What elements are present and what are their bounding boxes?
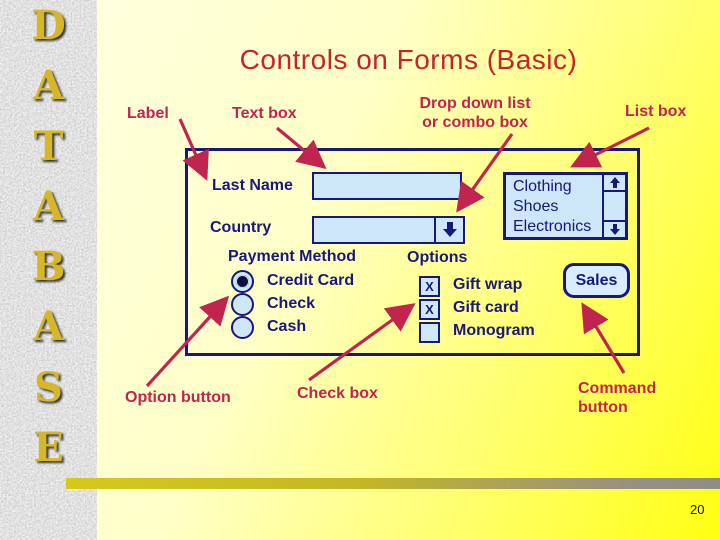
- sales-command-button[interactable]: Sales: [563, 263, 630, 298]
- radio-check-label: Check: [267, 295, 316, 312]
- combo-down-arrow-icon: [442, 222, 457, 237]
- country-combobox[interactable]: [312, 216, 465, 244]
- annotation-dropdown-line2: or combo box: [422, 114, 528, 131]
- list-scrollbar[interactable]: [602, 175, 625, 237]
- checkbox-gift-card-label: Gift card: [453, 299, 519, 316]
- radio-credit-card[interactable]: [231, 270, 254, 293]
- letter: B: [31, 243, 66, 291]
- country-label: Country: [210, 219, 272, 236]
- scroll-down-button[interactable]: [604, 220, 625, 237]
- letter: D: [31, 2, 66, 49]
- payment-method-label: Payment Method: [228, 248, 357, 265]
- page-number: 20: [690, 502, 705, 517]
- annotation-check-box: Check box: [297, 385, 378, 402]
- letter: A: [32, 62, 65, 110]
- list-items: Clothing Shoes Electronics: [506, 175, 625, 237]
- radio-check[interactable]: [231, 293, 254, 316]
- letter: E: [33, 423, 64, 471]
- annotation-list-box: List box: [625, 103, 687, 120]
- last-name-label: Last Name: [212, 177, 293, 194]
- radio-cash[interactable]: [231, 316, 254, 339]
- scroll-up-arrow-icon: [609, 176, 620, 188]
- list-item[interactable]: Electronics: [513, 218, 592, 235]
- radio-cash-label: Cash: [267, 318, 307, 335]
- list-item[interactable]: Shoes: [513, 198, 559, 215]
- combo-dropdown-button[interactable]: [434, 218, 463, 242]
- database-vertical-letters: D A T A B A S E: [0, 6, 97, 468]
- annotation-label: Label: [127, 105, 169, 122]
- annotation-command-line2: button: [578, 399, 628, 416]
- options-label: Options: [407, 249, 468, 266]
- letter: A: [32, 303, 65, 351]
- annotation-dropdown: Drop down list or combo box: [400, 94, 550, 132]
- scroll-up-button[interactable]: [604, 175, 625, 192]
- letter: T: [33, 122, 64, 170]
- list-item[interactable]: Clothing: [513, 178, 572, 195]
- annotation-command-button: Command button: [578, 379, 656, 417]
- checkbox-monogram[interactable]: [419, 322, 440, 343]
- radio-credit-card-label: Credit Card: [267, 272, 355, 289]
- scroll-down-arrow-icon: [609, 223, 620, 235]
- annotation-text-box: Text box: [232, 105, 297, 122]
- checkbox-gift-wrap-label: Gift wrap: [453, 276, 523, 293]
- granite-texture-strip: [0, 0, 97, 540]
- letter: S: [34, 363, 63, 411]
- annotation-dropdown-line1: Drop down list: [419, 95, 531, 112]
- category-list-box[interactable]: Clothing Shoes Electronics: [503, 172, 628, 240]
- slide-title: Controls on Forms (Basic): [239, 44, 578, 75]
- last-name-input[interactable]: [312, 172, 462, 200]
- bottom-divider-bar: [66, 478, 720, 489]
- letter: A: [32, 182, 65, 230]
- checkbox-monogram-label: Monogram: [453, 322, 535, 339]
- annotation-option-button: Option button: [125, 389, 231, 406]
- annotation-command-line1: Command: [578, 380, 657, 397]
- checkbox-gift-card[interactable]: X: [419, 299, 440, 320]
- checkbox-gift-wrap[interactable]: X: [419, 276, 440, 297]
